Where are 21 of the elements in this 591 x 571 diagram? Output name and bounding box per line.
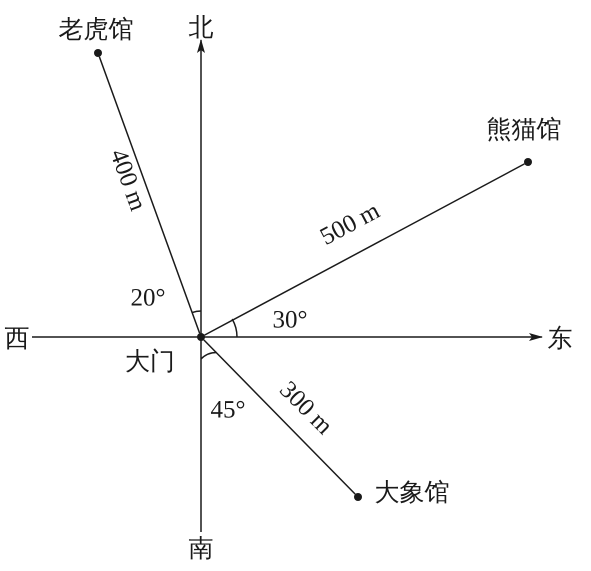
direction-label: 西 xyxy=(4,326,30,352)
distance-label: 500 m xyxy=(316,198,384,250)
angle-label: 30° xyxy=(272,308,308,332)
distance-label: 400 m xyxy=(105,146,151,214)
direction-label: 南 xyxy=(188,536,214,562)
distance-label: 300 m xyxy=(274,376,338,440)
direction-label: 北 xyxy=(188,16,214,40)
connector-line xyxy=(203,339,356,495)
place-label: 熊猫馆 xyxy=(486,118,562,142)
connector-line xyxy=(204,163,525,336)
direction-label: 东 xyxy=(548,326,572,352)
point-dot xyxy=(197,333,205,341)
angle-label: 20° xyxy=(130,286,166,310)
connector-line xyxy=(98,56,200,334)
angle-label: 45° xyxy=(210,398,246,422)
point-dot xyxy=(354,493,362,501)
place-label: 大象馆 xyxy=(374,480,450,506)
place-label: 大门 xyxy=(125,350,175,374)
place-label: 老虎馆 xyxy=(58,18,134,42)
point-dot xyxy=(94,49,102,57)
point-dot xyxy=(524,158,532,166)
